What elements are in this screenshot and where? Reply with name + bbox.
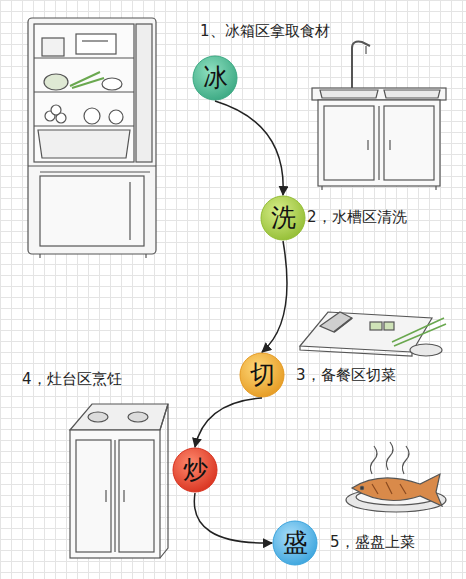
step-character: 切 [239,352,285,398]
step-label: 4，灶台区烹饪 [22,370,122,389]
fish-plate-illustration [346,442,446,512]
flow-arrow [215,101,283,195]
step-character: 炒 [172,447,218,493]
cutting-board-illustration [300,312,446,356]
step-label: 5，盛盘上菜 [330,533,415,552]
step-circle: 炒 [172,447,218,493]
flow-arrow [195,398,262,447]
step-label: 2，水槽区清洗 [307,208,407,227]
step-character: 洗 [260,195,306,241]
step-circle: 洗 [260,195,306,241]
flow-arrow [262,241,287,352]
step-circle: 盛 [272,520,318,566]
step-label: 1、冰箱区拿取食材 [200,22,330,41]
step-circle: 切 [239,352,285,398]
stove-illustration [70,404,168,558]
step-label: 3，备餐区切菜 [296,366,396,385]
sink-illustration [312,42,446,190]
fridge-illustration [28,18,156,258]
step-circle: 冰 [192,55,238,101]
step-character: 冰 [192,55,238,101]
step-character: 盛 [272,520,318,566]
flow-arrow [194,493,272,543]
